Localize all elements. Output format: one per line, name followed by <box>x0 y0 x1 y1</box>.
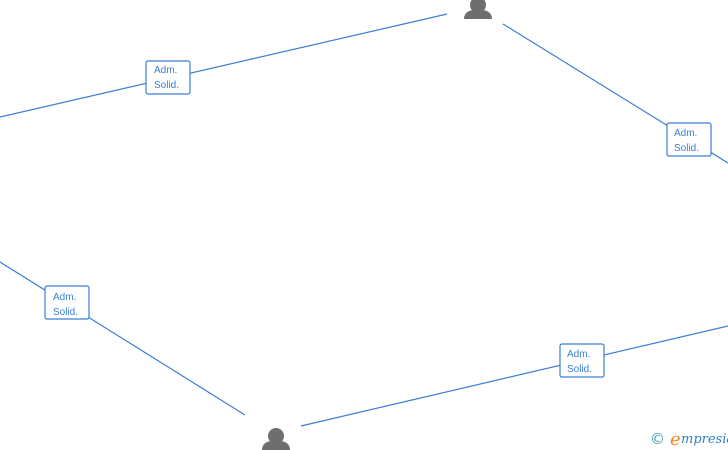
brand-name: mpresia <box>681 432 728 447</box>
edge-label-line2: Solid. <box>567 364 592 375</box>
edge-label-line2: Solid. <box>53 307 78 318</box>
edge-label-line1: Adm. <box>567 349 590 360</box>
edge-bottom-left: Adm. Solid. <box>0 261 246 416</box>
person-node-top[interactable] <box>464 0 492 19</box>
person-icon <box>262 428 290 450</box>
person-icon <box>464 0 492 19</box>
edge-label[interactable]: Adm. Solid. <box>145 60 191 95</box>
empresia-watermark: © e mpresia <box>650 429 728 450</box>
edge-label[interactable]: Adm. Solid. <box>666 122 712 157</box>
edge-label-box <box>145 60 191 95</box>
edge-label-line1: Adm. <box>674 128 697 139</box>
edge-line <box>0 13 448 118</box>
edge-label-box <box>559 343 605 378</box>
edge-bottom-right: Adm. Solid. <box>300 325 728 427</box>
copyright-icon: © <box>650 430 665 448</box>
edge-label-line2: Solid. <box>674 143 699 154</box>
edge-label-box <box>666 122 712 157</box>
edge-line <box>0 261 246 416</box>
edge-label[interactable]: Adm. Solid. <box>44 285 90 320</box>
brand-initial: e <box>670 429 681 450</box>
person-node-bottom[interactable] <box>262 428 290 450</box>
edge-label-line1: Adm. <box>154 65 177 76</box>
edge-label-line1: Adm. <box>53 292 76 303</box>
edge-label[interactable]: Adm. Solid. <box>559 343 605 378</box>
edge-label-box <box>44 285 90 320</box>
edge-top-left: Adm. Solid. <box>0 13 448 118</box>
edge-top-right: Adm. Solid. <box>502 23 728 164</box>
edge-label-line2: Solid. <box>154 80 179 91</box>
edge-line <box>300 325 728 427</box>
